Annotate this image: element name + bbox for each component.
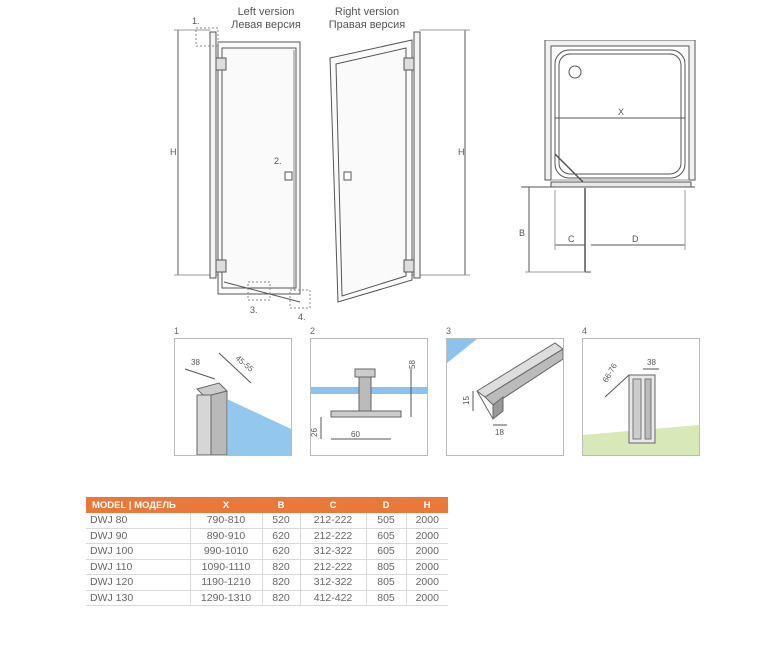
spec-table: MODEL | МОДЕЛЬ X B C D H DWJ 80 790-810 … <box>86 497 448 606</box>
left-version-caption: Left version Левая версия <box>226 6 306 32</box>
right-hinge-top <box>403 57 415 71</box>
detail-3-dim-b: 18 <box>495 428 504 437</box>
drain-icon <box>568 65 582 79</box>
detail-3: 15 18 <box>446 338 564 456</box>
cell-x: 1090-1110 <box>190 559 263 575</box>
callout-3: 3. <box>250 305 258 315</box>
cell-b: 820 <box>262 590 301 606</box>
cell-model: DWJ 120 <box>86 574 191 591</box>
cell-c: 312-322 <box>300 574 367 591</box>
cell-b: 620 <box>262 543 301 560</box>
cell-b: 520 <box>262 513 301 529</box>
table-row: DWJ 110 1090-1110 820 212-222 805 2000 <box>86 559 448 575</box>
cell-b: 620 <box>262 528 301 544</box>
right-version-en: Right version <box>334 6 400 18</box>
spec-table-header: MODEL | МОДЕЛЬ X B C D H <box>86 497 448 513</box>
left-hinge-bottom <box>215 259 227 273</box>
col-x: X <box>190 497 262 513</box>
left-wall-profile <box>209 31 217 279</box>
left-door-frame <box>217 41 301 295</box>
right-h-label: H <box>458 147 465 157</box>
plan-c-label: C <box>568 234 575 244</box>
cell-x: 1290-1310 <box>190 590 263 606</box>
callout-1: 1. <box>192 16 200 26</box>
col-h: H <box>406 497 448 513</box>
cell-model: DWJ 100 <box>86 543 191 560</box>
cell-h: 2000 <box>406 543 448 560</box>
right-handle <box>343 171 352 181</box>
cell-h: 2000 <box>406 559 448 575</box>
left-h-label: H <box>170 147 177 157</box>
detail-2-dim-b: 26 <box>311 428 319 437</box>
right-version-ru: Правая версия <box>328 19 406 31</box>
cell-model: DWJ 130 <box>86 590 191 606</box>
callout-2: 2. <box>274 156 282 166</box>
cell-h: 2000 <box>406 513 448 529</box>
detail-1-dim-b: 45-55 <box>234 354 256 374</box>
plan-d-label: D <box>632 234 639 244</box>
detail-1: 38 45-55 <box>174 338 292 456</box>
shower-tray <box>554 49 686 179</box>
door-elevations: H H 1. 2. 3. 4. <box>170 16 470 322</box>
cell-model: DWJ 90 <box>86 528 191 544</box>
col-d: D <box>366 497 406 513</box>
left-hinge-top <box>215 57 227 71</box>
cell-h: 2000 <box>406 528 448 544</box>
cell-b: 820 <box>262 574 301 591</box>
right-hinge-bottom <box>403 259 415 273</box>
cell-d: 605 <box>366 543 407 560</box>
detail-1-number: 1 <box>174 326 180 336</box>
cell-c: 212-222 <box>300 528 367 544</box>
cell-b: 820 <box>262 559 301 575</box>
plan-x-label: X <box>618 107 624 117</box>
detail-3-number: 3 <box>446 326 452 336</box>
cell-c: 312-322 <box>300 543 367 560</box>
table-row: DWJ 100 990-1010 620 312-322 605 2000 <box>86 543 448 560</box>
detail-4-dim-a: 66-76 <box>601 361 619 384</box>
detail-1-dim-a: 38 <box>191 358 200 367</box>
cell-model: DWJ 110 <box>86 559 191 575</box>
cell-x: 790-810 <box>190 513 263 529</box>
cell-h: 2000 <box>406 590 448 606</box>
cell-model: DWJ 80 <box>86 513 191 529</box>
detail-2-dim-a: 58 <box>408 360 417 369</box>
left-version-en: Left version <box>237 6 295 18</box>
cell-d: 505 <box>366 513 407 529</box>
table-row: DWJ 120 1190-1210 820 312-322 805 2000 <box>86 574 448 591</box>
detail-4: 66-76 38 <box>582 338 700 456</box>
cell-d: 805 <box>366 574 407 591</box>
plan-view: X B C D <box>519 40 696 273</box>
cell-c: 212-222 <box>300 513 367 529</box>
detail-3-dim-a: 15 <box>462 396 471 405</box>
detail-4-dim-b: 38 <box>647 358 656 367</box>
col-c: C <box>300 497 366 513</box>
cell-x: 890-910 <box>190 528 263 544</box>
detail-2: 58 26 60 <box>310 338 428 456</box>
right-wall-profile <box>413 31 421 279</box>
cell-d: 805 <box>366 590 407 606</box>
cell-d: 605 <box>366 528 407 544</box>
right-version-caption: Right version Правая версия <box>326 6 408 32</box>
right-door-frame <box>329 39 413 303</box>
left-handle <box>284 171 293 181</box>
cell-x: 1190-1210 <box>190 574 263 591</box>
plan-b-label: B <box>519 228 525 238</box>
table-row: DWJ 90 890-910 620 212-222 605 2000 <box>86 528 448 544</box>
left-version-ru: Левая версия <box>231 19 301 31</box>
cell-h: 2000 <box>406 574 448 591</box>
cell-x: 990-1010 <box>190 543 263 560</box>
detail-4-number: 4 <box>582 326 588 336</box>
detail-2-dim-c: 60 <box>351 430 360 439</box>
col-model: MODEL | МОДЕЛЬ <box>86 497 190 513</box>
cell-d: 805 <box>366 559 407 575</box>
col-b: B <box>262 497 300 513</box>
cell-c: 212-222 <box>300 559 367 575</box>
table-row: DWJ 130 1290-1310 820 412-422 805 2000 <box>86 590 448 606</box>
cell-c: 412-422 <box>300 590 367 606</box>
table-row: DWJ 80 790-810 520 212-222 505 2000 <box>86 513 448 529</box>
detail-2-number: 2 <box>310 326 316 336</box>
callout-4: 4. <box>298 312 306 322</box>
